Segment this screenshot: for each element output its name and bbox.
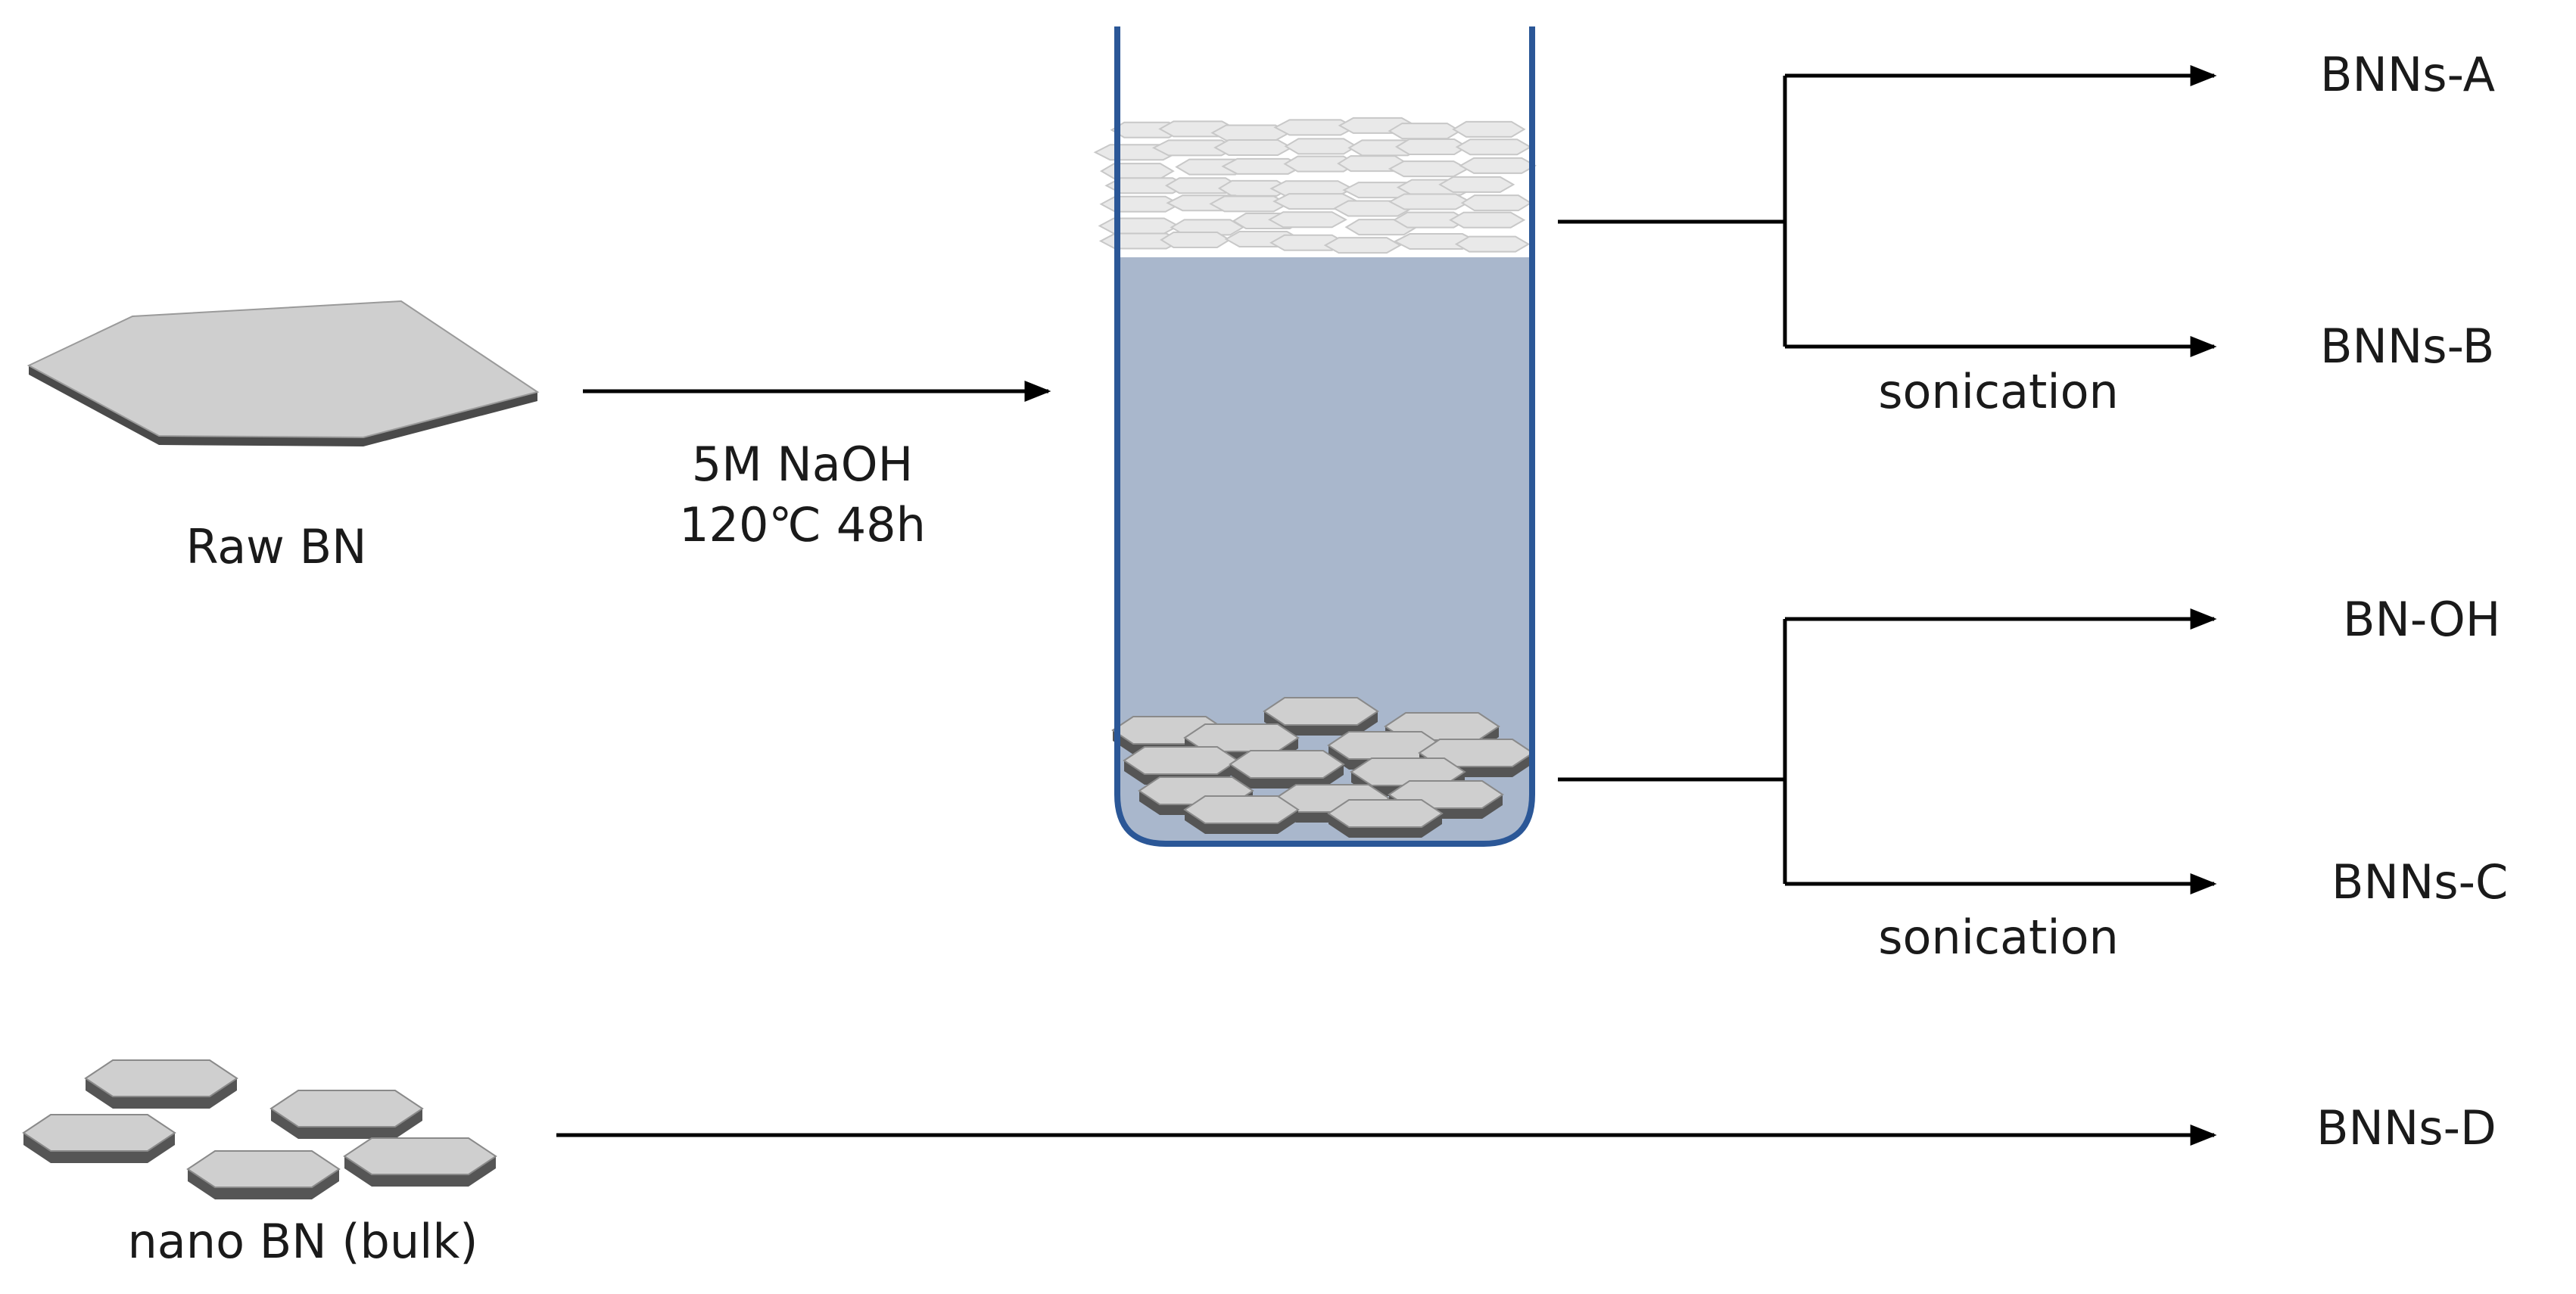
product-bnns-c: BNNs-C [2331, 854, 2509, 910]
nanosheet-flake [1100, 163, 1175, 180]
sonication-label-bottom: sonication [1878, 910, 2119, 965]
sediment-flake [1327, 799, 1444, 838]
nano-bn-flake [84, 1059, 238, 1109]
nanosheet-flake [1454, 235, 1531, 253]
nanosheet-flake [1455, 138, 1532, 156]
nanosheet-flake [1213, 139, 1294, 157]
raw-bn-label: Raw BN [185, 519, 367, 574]
sediment-flake [1229, 750, 1345, 789]
nano-bn-flake [269, 1090, 424, 1139]
nano-bn-flakes [22, 1059, 497, 1199]
nano-bn-flake [343, 1137, 497, 1187]
nanosheet-flake [1098, 217, 1180, 235]
nanosheet-flake [1388, 160, 1469, 178]
test-tube [1093, 23, 1537, 847]
product-bnns-b: BNNs-B [2320, 319, 2495, 374]
nanosheet-flake [1160, 231, 1232, 248]
nano-bn-flake [22, 1114, 176, 1163]
sediment-flakes [1111, 697, 1534, 838]
sonication-label-top: sonication [1878, 364, 2119, 419]
sediment-flake [1263, 697, 1379, 736]
condition-line-1: 5M NaOH [691, 437, 914, 492]
nanosheet-flake [1388, 193, 1472, 210]
nanosheet-flake [1323, 237, 1402, 254]
nanosheet-flake [1452, 120, 1526, 138]
floating-nanosheets [1093, 117, 1537, 254]
nanosheet-flake [1268, 211, 1347, 229]
condition-line-2: 120℃ 48h [679, 497, 926, 552]
product-bnns-d: BNNs-D [2316, 1100, 2497, 1156]
nanosheet-flake [1449, 211, 1526, 229]
product-bnns-a: BNNs-A [2320, 47, 2496, 102]
nano-bn-label: nano BN (bulk) [127, 1214, 478, 1269]
nanosheet-flake [1099, 195, 1182, 213]
bottom-branch-lines [1558, 608, 2217, 894]
top-branch-lines [1558, 65, 2217, 357]
nanosheet-flake [1438, 176, 1515, 193]
sediment-flake [1183, 795, 1300, 834]
nano-bn-flake [186, 1150, 341, 1199]
nanosheet-flake [1460, 194, 1533, 212]
raw-bn-flake [26, 300, 540, 446]
nanosheet-flake [1209, 195, 1290, 213]
nanosheet-flake [1459, 157, 1537, 174]
nanosheet-flake [1388, 123, 1462, 140]
nanosheet-flake [1284, 138, 1358, 155]
product-bn-oh: BN-OH [2343, 592, 2501, 647]
